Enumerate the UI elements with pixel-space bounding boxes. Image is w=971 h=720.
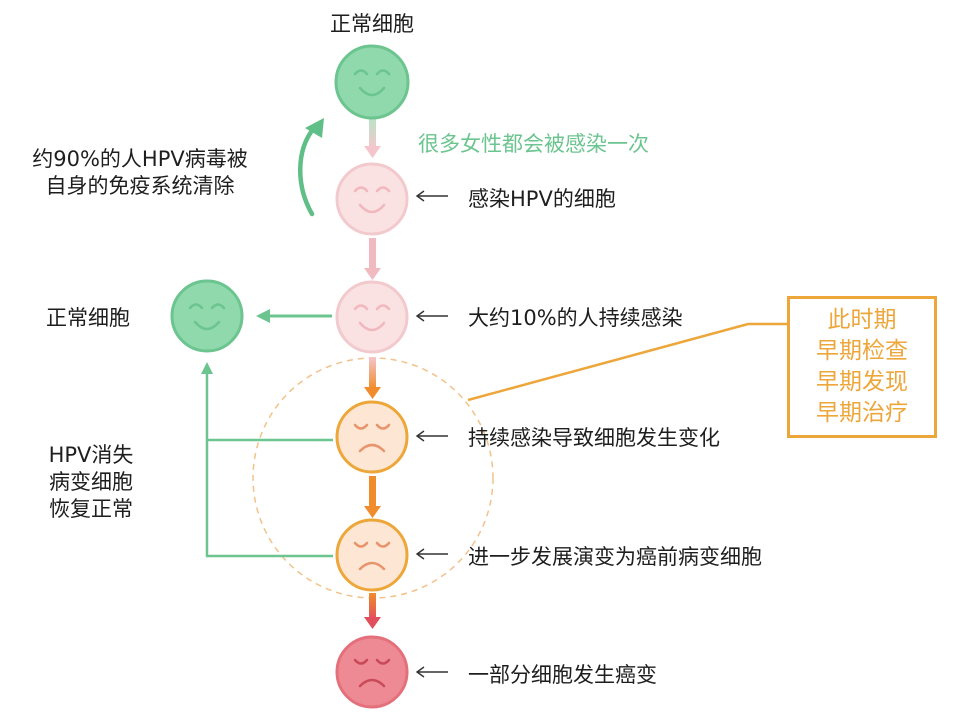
down-arrow-icon	[364, 357, 381, 399]
happy-face-icon	[335, 162, 409, 236]
left-arrow-icon	[415, 666, 448, 678]
sad-face-icon	[335, 635, 409, 709]
left-arrow-icon	[415, 310, 448, 322]
recovery-connector	[201, 362, 333, 558]
sad-face-icon	[335, 400, 409, 474]
curved-up-arrow-icon	[298, 118, 324, 217]
stage-label-1: 感染HPV的细胞	[468, 187, 616, 211]
side-normal-cell-label: 正常细胞	[46, 306, 130, 330]
down-arrow-icon	[364, 118, 381, 158]
happy-face-icon	[335, 280, 409, 354]
down-arrow-icon	[364, 593, 381, 629]
recovery-note-line3: 恢复正常	[49, 497, 133, 521]
callout-connector	[467, 322, 787, 402]
left-arrow-icon	[415, 430, 448, 442]
left-arrow-icon	[415, 548, 448, 560]
callout-line-1: 此时期	[827, 307, 897, 333]
left-arrow-icon	[256, 309, 332, 323]
infection-note: 很多女性都会被感染一次	[418, 132, 649, 156]
clearance-note-line1: 约90%的人HPV病毒被	[32, 147, 248, 171]
callout-line-2: 早期检查	[816, 338, 908, 364]
stage-label-5: 一部分细胞发生癌变	[468, 663, 657, 687]
callout-line-3: 早期发现	[816, 369, 908, 395]
clearance-note-line2: 自身的免疫系统清除	[45, 174, 235, 198]
stage-label-4: 进一步发展演变为癌前病变细胞	[468, 545, 762, 569]
happy-face-icon	[334, 44, 410, 120]
stage-label-3: 持续感染导致细胞发生变化	[468, 426, 720, 450]
callout-line-4: 早期治疗	[816, 400, 908, 426]
recovery-note-line1: HPV消失	[48, 443, 134, 467]
stage-label-2: 大约10%的人持续感染	[468, 306, 683, 330]
callout-box: 此时期 早期检查 早期发现 早期治疗	[787, 296, 937, 438]
recovery-note-line2: 病变细胞	[49, 470, 133, 494]
top-normal-cell-label: 正常细胞	[330, 12, 414, 36]
sad-face-icon	[335, 518, 409, 592]
left-arrow-icon	[415, 190, 448, 202]
down-arrow-icon	[364, 476, 381, 518]
down-arrow-icon	[364, 238, 381, 280]
happy-face-icon	[170, 279, 244, 353]
